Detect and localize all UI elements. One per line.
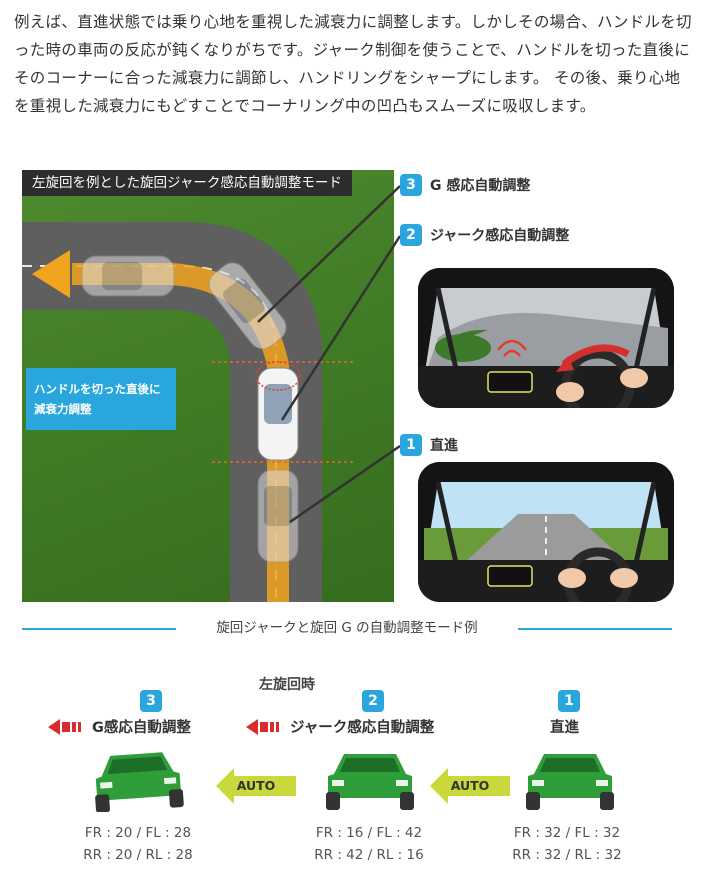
corner-scene: 左旋回を例とした旋回ジャーク感応自動調整モード ハンドルを切った直後に 減衰力調… (22, 170, 394, 602)
mode-name-1-text: 直進 (550, 720, 579, 736)
mode-number-2: 2 (362, 690, 384, 712)
auto-arrow-icon (430, 768, 510, 804)
mode-1-number-wrap: 1 (558, 690, 580, 712)
step-number-1: 1 (400, 434, 422, 456)
mode-3-number-wrap: 3 (140, 690, 162, 712)
mode-name-2: ジャーク感応自動調整 (246, 716, 434, 737)
callout-line1: ハンドルを切った直後に (34, 382, 161, 396)
mode-name-3: G感応自動調整 (48, 716, 191, 737)
auto-label-left: AUTO (236, 778, 276, 793)
mode-2-values: FR : 16 / FL : 42 RR : 42 / RL : 16 (306, 822, 432, 866)
mode-2-values-front: FR : 16 / FL : 42 (315, 825, 423, 841)
mode-name-1: 直進 (550, 716, 579, 737)
jerk-mode-figure: 左旋回を例とした旋回ジャーク感応自動調整モード ハンドルを切った直後に 減衰力調… (22, 170, 682, 602)
mode-3-values: FR : 20 / FL : 28 RR : 20 / RL : 28 (78, 822, 198, 866)
red-arrow-icon (246, 718, 279, 735)
mode-2-number-wrap: 2 (362, 690, 384, 712)
step-text-1: 直進 (430, 438, 458, 454)
intro-paragraph: 例えば、直進状態では乗り心地を重視した減衰力に調整します。しかしその場合、ハンド… (14, 13, 692, 115)
mode-number-1: 1 (558, 690, 580, 712)
callout-line2: 減衰力調整 (34, 402, 92, 416)
step-text-3: G 感応自動調整 (430, 178, 531, 194)
step-number-2: 2 (400, 224, 422, 246)
road-illustration (22, 222, 354, 602)
red-arrow-icon (48, 718, 81, 735)
step-label-2: 2 ジャーク感応自動調整 (400, 224, 569, 246)
auto-arrow-icon (216, 768, 296, 804)
mode-title: 左旋回時 (259, 677, 315, 693)
mode-2-values-rear: RR : 42 / RL : 16 (314, 847, 424, 863)
scene-title: 左旋回を例とした旋回ジャーク感応自動調整モード (22, 170, 352, 196)
steering-callout: ハンドルを切った直後に 減衰力調整 (26, 368, 176, 430)
auto-label-right: AUTO (450, 778, 490, 793)
step-label-3: 3 G 感応自動調整 (400, 174, 530, 196)
mode-name-2-text: ジャーク感応自動調整 (290, 720, 435, 736)
mode-3-values-rear: RR : 20 / RL : 28 (83, 847, 193, 863)
mode-1-values: FR : 32 / FL : 32 RR : 32 / RL : 32 (504, 822, 630, 866)
mode-name-3-text: G感応自動調整 (92, 720, 191, 736)
car-current (255, 361, 301, 461)
divider-line-left (22, 628, 176, 630)
car-ghost-1 (81, 255, 175, 297)
auto-arrow-right: AUTO (430, 768, 510, 804)
auto-arrow-left: AUTO (216, 768, 296, 804)
car-mode-1 (526, 754, 614, 810)
section-divider: 旋回ジャークと旋回 G の自動調整モード例 (22, 620, 672, 636)
mode-1-values-rear: RR : 32 / RL : 32 (512, 847, 622, 863)
car-mode-2 (326, 754, 414, 810)
divider-line-right (518, 628, 672, 630)
section-caption: 旋回ジャークと旋回 G の自動調整モード例 (216, 620, 478, 636)
step-label-1: 1 直進 (400, 434, 458, 456)
mode-1-values-front: FR : 32 / FL : 32 (513, 825, 621, 841)
step-text-2: ジャーク感応自動調整 (430, 228, 570, 244)
step-number-3: 3 (400, 174, 422, 196)
car-mode-3 (95, 752, 184, 812)
mode-3-values-front: FR : 20 / FL : 28 (84, 825, 192, 841)
cockpit-view-straight (418, 462, 674, 602)
car-ghost-3 (257, 469, 299, 563)
mode-number-3: 3 (140, 690, 162, 712)
cockpit-view-cornering (418, 268, 674, 408)
